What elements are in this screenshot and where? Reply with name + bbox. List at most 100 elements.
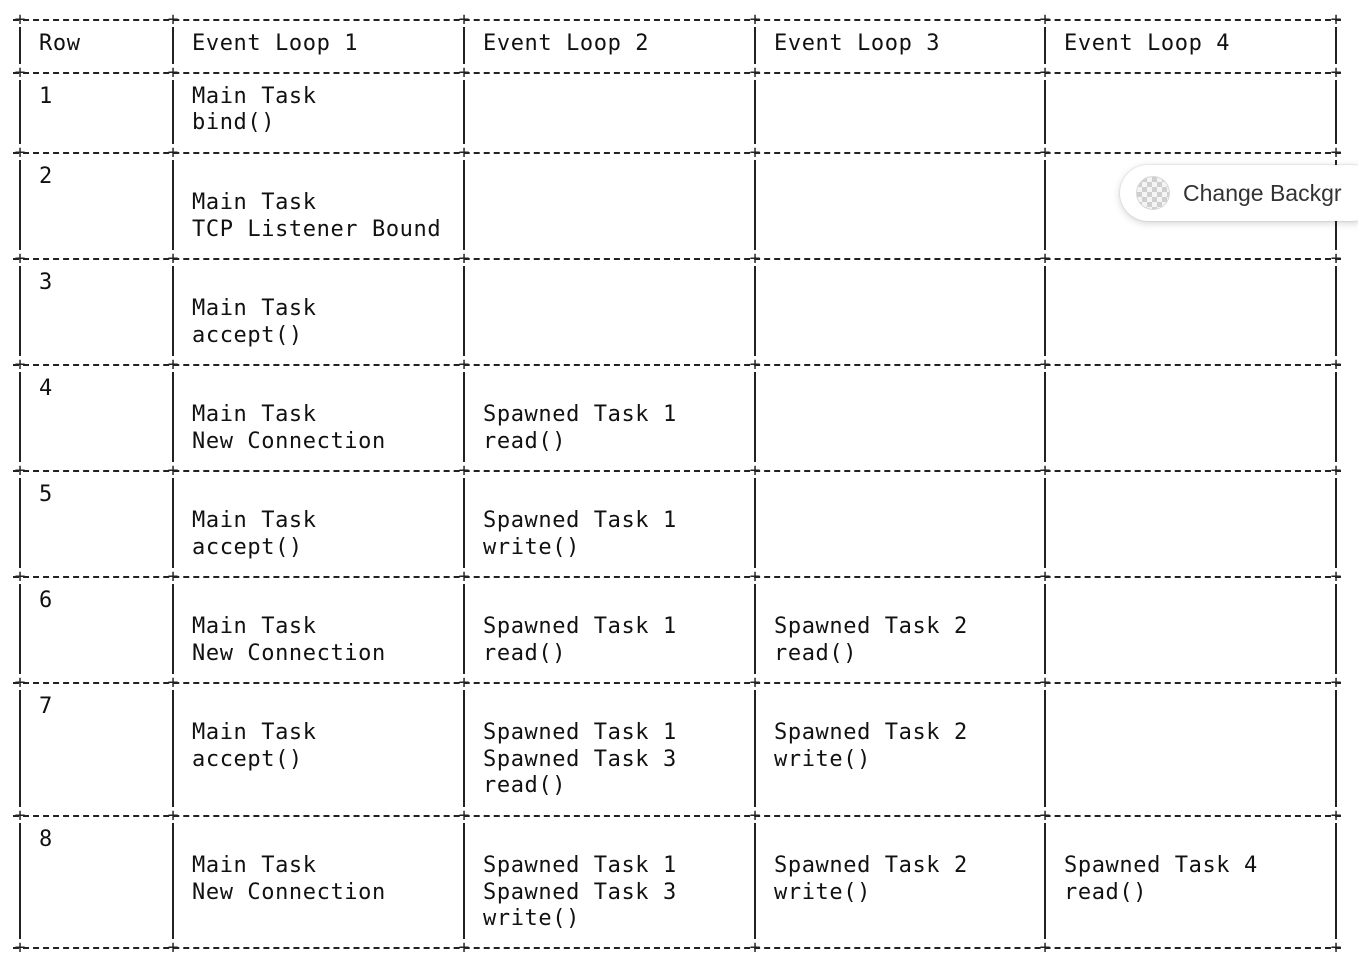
event-loop-1-cell-line <box>192 376 386 402</box>
event-loop-3-cell-line: write() <box>774 879 871 905</box>
event-loop-2-cell-line <box>483 694 677 720</box>
table-border-vertical <box>19 160 21 250</box>
table-border-vertical <box>19 823 21 939</box>
event-loop-1-cell-line: Main Task <box>192 853 317 879</box>
table-border-horizontal <box>13 470 1341 472</box>
table-border-vertical <box>19 372 21 462</box>
event-loop-2-cell-line: Spawned Task 3 <box>483 879 677 905</box>
table-border-vertical <box>463 584 465 674</box>
event-loop-2-cell-line: Spawned Task 1 <box>483 853 677 879</box>
table-junction: + <box>1330 937 1342 958</box>
change-background-button[interactable]: Change Backgr <box>1120 165 1358 221</box>
table-border-vertical <box>172 160 174 250</box>
table-border-vertical <box>1044 584 1046 674</box>
table-border-vertical <box>1335 372 1337 462</box>
table-junction: + <box>749 460 761 481</box>
table-border-vertical <box>754 584 756 674</box>
table-junction: + <box>167 937 179 958</box>
table-junction: + <box>1330 566 1342 587</box>
table-border-vertical <box>754 27 756 64</box>
table-junction: + <box>14 937 26 958</box>
table-junction: + <box>1039 62 1051 83</box>
table-junction: + <box>749 142 761 163</box>
table-border-horizontal <box>13 152 1341 154</box>
table-border-vertical <box>754 160 756 250</box>
row-number-cell: 6 <box>39 588 53 613</box>
table-junction: + <box>14 460 26 481</box>
table-border-vertical <box>1335 266 1337 356</box>
table-border-vertical <box>19 266 21 356</box>
table-border-vertical <box>1044 823 1046 939</box>
table-border-vertical <box>754 80 756 144</box>
table-junction: + <box>167 805 179 826</box>
table-border-vertical <box>463 372 465 462</box>
table-border-vertical <box>19 690 21 807</box>
event-loop-2-cell-line <box>483 376 677 402</box>
table-junction: + <box>1039 354 1051 375</box>
table-border-horizontal <box>13 947 1341 949</box>
table-junction: + <box>167 62 179 83</box>
event-loop-2-cell-line: write() <box>483 906 580 932</box>
event-loop-1-cell-line: New Connection <box>192 428 386 454</box>
event-loop-3-cell-line <box>774 588 968 614</box>
table-junction: + <box>458 805 470 826</box>
table-header-cell: Event Loop 1 <box>192 31 359 56</box>
table-border-vertical <box>1044 80 1046 144</box>
table-junction: + <box>1330 142 1342 163</box>
table-junction: + <box>14 805 26 826</box>
table-junction: + <box>749 805 761 826</box>
table-border-vertical <box>19 27 21 64</box>
table-border-vertical <box>172 823 174 939</box>
table-border-vertical <box>1044 690 1046 807</box>
table-junction: + <box>458 460 470 481</box>
event-loop-1-cell-line: Main Task <box>192 84 317 109</box>
table-junction: + <box>1039 937 1051 958</box>
table-junction: + <box>1039 566 1051 587</box>
table-junction: + <box>749 9 761 30</box>
table-junction: + <box>14 354 26 375</box>
table-junction: + <box>1039 805 1051 826</box>
table-border-vertical <box>463 266 465 356</box>
event-loop-2-cell-line <box>483 588 677 614</box>
event-loop-1-cell-line <box>192 588 386 614</box>
table-border-vertical <box>463 80 465 144</box>
table-border-vertical <box>172 27 174 64</box>
event-loop-1-cell-line: Main Task <box>192 402 317 428</box>
event-loop-2-cell-line: Spawned Task 1 <box>483 508 677 534</box>
row-number-cell: 1 <box>39 84 53 109</box>
table-junction: + <box>167 672 179 693</box>
table-junction: + <box>1330 248 1342 269</box>
table-junction: + <box>749 672 761 693</box>
table-border-horizontal <box>13 72 1341 74</box>
event-loop-1-cell-line: accept() <box>192 322 303 348</box>
table-header-cell: Event Loop 3 <box>774 31 941 56</box>
event-loop-2-cell-line: read() <box>483 773 567 799</box>
table-junction: + <box>749 354 761 375</box>
table-junction: + <box>458 937 470 958</box>
table-junction: + <box>458 672 470 693</box>
table-junction: + <box>749 62 761 83</box>
table-junction: + <box>14 248 26 269</box>
table-border-horizontal <box>13 576 1341 578</box>
event-loop-1-cell-line: bind() <box>192 110 276 136</box>
table-border-horizontal <box>13 19 1341 21</box>
table-border-vertical <box>754 823 756 939</box>
event-loop-2-cell-line: Spawned Task 1 <box>483 402 677 428</box>
table-border-vertical <box>1335 27 1337 64</box>
checkerboard-icon <box>1136 176 1170 210</box>
table-border-vertical <box>1335 690 1337 807</box>
table-junction: + <box>167 248 179 269</box>
table-junction: + <box>458 142 470 163</box>
table-junction: + <box>458 9 470 30</box>
table-junction: + <box>749 566 761 587</box>
